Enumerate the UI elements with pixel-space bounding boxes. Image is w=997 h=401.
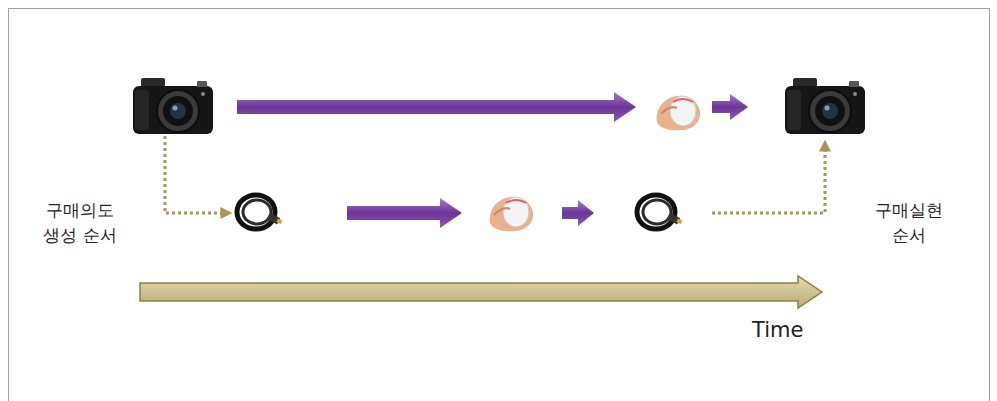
frame-border xyxy=(9,9,990,401)
dotted-arrow xyxy=(165,136,230,213)
row-label: 구매실현 순서 xyxy=(866,198,952,247)
cable-illustration xyxy=(637,195,683,229)
camera-illustration xyxy=(133,78,213,134)
dotted-arrow xyxy=(712,142,825,213)
purple-arrow xyxy=(712,94,748,120)
time-arrow xyxy=(140,276,822,308)
cable-illustration xyxy=(237,195,283,229)
row-label: 구매의도 생성 순서 xyxy=(32,198,128,247)
purple-arrow xyxy=(562,200,594,226)
purple-arrow xyxy=(347,198,462,228)
axis-label: Time xyxy=(752,315,832,345)
camera-illustration xyxy=(785,78,865,134)
purple-arrow xyxy=(237,92,636,122)
hand-mouse-illustration xyxy=(490,197,533,231)
hand-mouse-illustration xyxy=(657,96,700,130)
